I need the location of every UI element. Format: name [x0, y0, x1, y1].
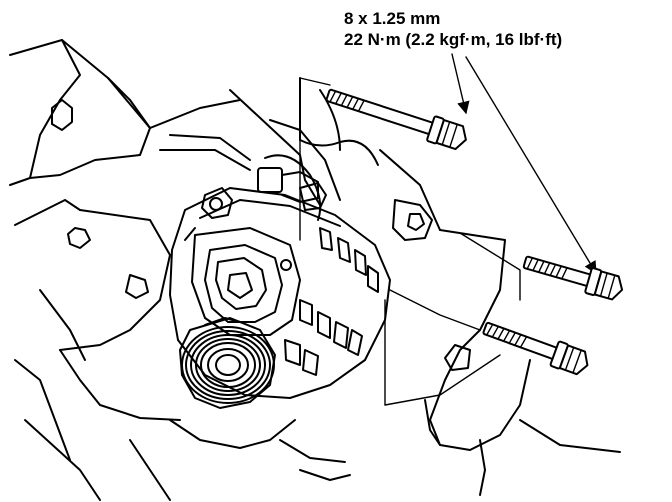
bolt-size-label: 8 x 1.25 mm: [344, 9, 441, 28]
bolt-icon: [325, 88, 467, 151]
torque-callout: 8 x 1.25 mm 22 N·m (2.2 kgf·m, 16 lbf·ft…: [344, 8, 562, 50]
leader-arrow-icon: [465, 56, 597, 275]
lower-engine: [129, 419, 621, 501]
torque-spec-label: 22 N·m (2.2 kgf·m, 16 lbf·ft): [344, 30, 563, 49]
engine-block: [9, 39, 241, 501]
bolt-icon: [522, 255, 624, 301]
alternator-illustration: [169, 182, 391, 399]
bolt-icon: [482, 321, 589, 376]
bolt-guide-lines: [299, 77, 521, 406]
alternator-pulley: [179, 317, 276, 409]
mounting-bracket: [424, 229, 531, 496]
leader-arrows: [451, 53, 597, 275]
leader-arrow-icon: [451, 53, 470, 115]
